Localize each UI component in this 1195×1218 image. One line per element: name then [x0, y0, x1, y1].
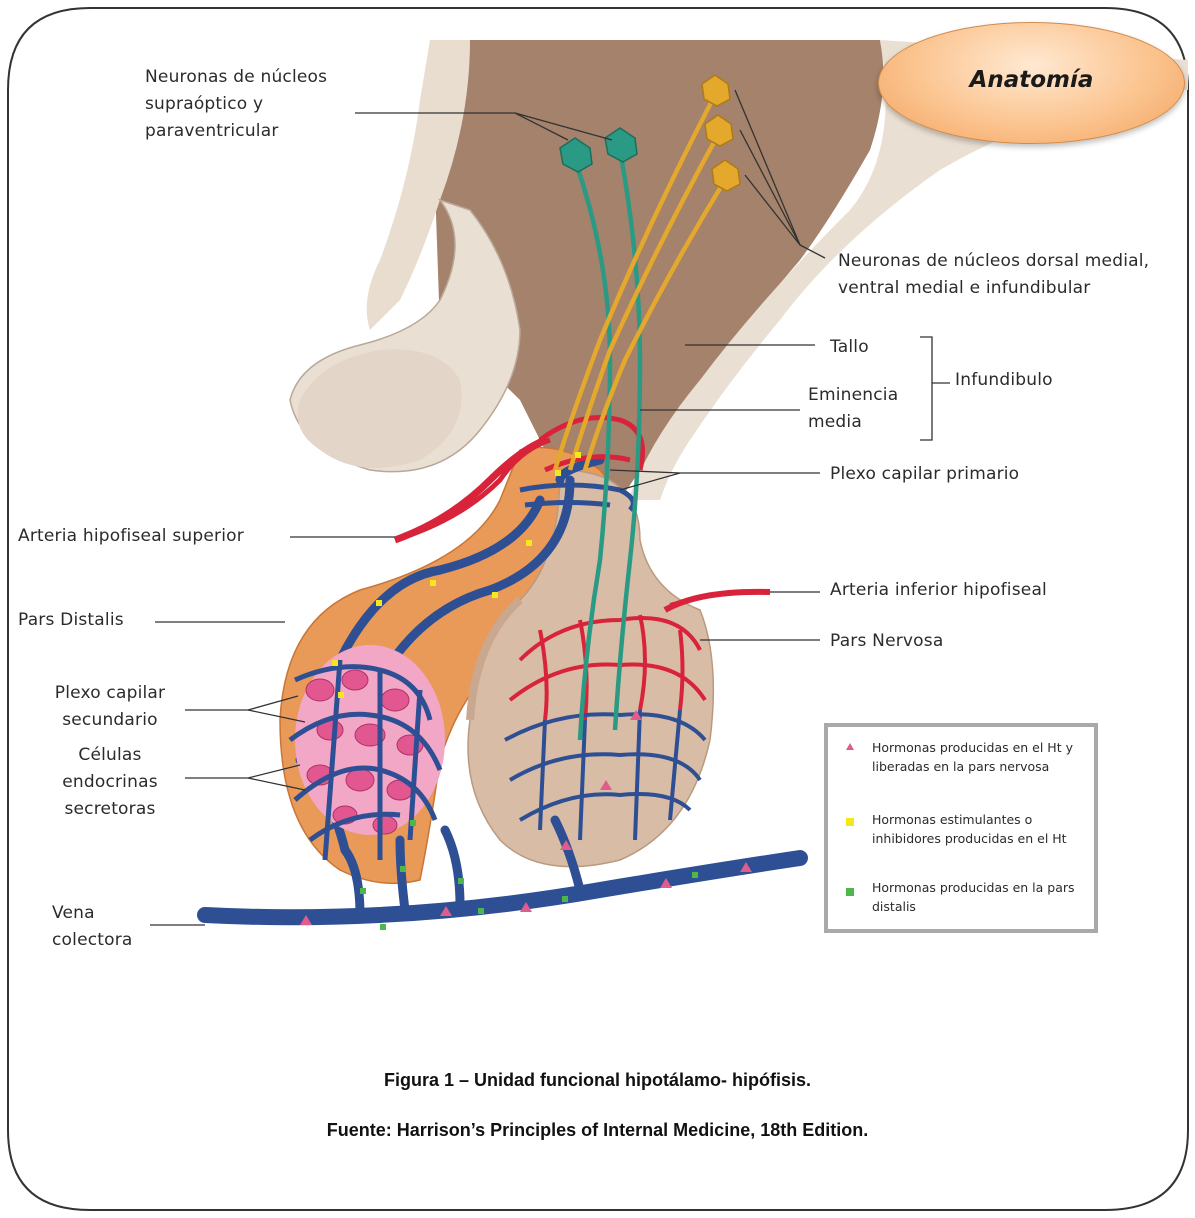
label-celulas-endocrinas: Células endocrinas secretoras	[40, 742, 180, 823]
label-arteria-superior: Arteria hipofiseal superior	[18, 523, 244, 550]
title-badge-text: Anatomía	[879, 67, 1184, 93]
label-infundibulo: Infundibulo	[955, 367, 1053, 394]
label-pars-nervosa: Pars Nervosa	[830, 628, 943, 655]
label-arteria-inferior: Arteria inferior hipofiseal	[830, 577, 1047, 604]
label-plexo-secundario: Plexo capilar secundario	[40, 680, 180, 734]
label-eminencia-media: Eminencia media	[808, 382, 898, 436]
legend-yellow-square-marker	[846, 818, 854, 826]
legend-item-estimulantes: Hormonas estimulantes o inhibidores prod…	[872, 811, 1092, 848]
legend-item-ht-pars-nervosa: Hormonas producidas en el Ht y liberadas…	[872, 739, 1092, 776]
anatomia-title-badge: Anatomía	[878, 22, 1185, 144]
label-tallo: Tallo	[830, 334, 869, 361]
vena-colectora-vessel	[205, 858, 800, 917]
figure-caption: Figura 1 – Unidad funcional hipotálamo- …	[0, 1070, 1195, 1091]
label-vena-colectora: Vena colectora	[52, 900, 133, 954]
label-pars-distalis: Pars Distalis	[18, 607, 124, 634]
legend-triangle-marker	[846, 743, 854, 750]
label-neuronas-supraoptico: Neuronas de núcleos supraóptico y parave…	[145, 64, 327, 145]
legend-item-pars-distalis: Hormonas producidas en la pars distalis	[872, 879, 1092, 916]
hormone-legend: Hormonas producidas en el Ht y liberadas…	[824, 723, 1098, 933]
figure-source: Fuente: Harrison’s Principles of Interna…	[0, 1120, 1195, 1141]
legend-green-square-marker	[846, 888, 854, 896]
label-neuronas-dorsal: Neuronas de núcleos dorsal medial, ventr…	[838, 248, 1149, 302]
label-plexo-primario: Plexo capilar primario	[830, 461, 1019, 488]
